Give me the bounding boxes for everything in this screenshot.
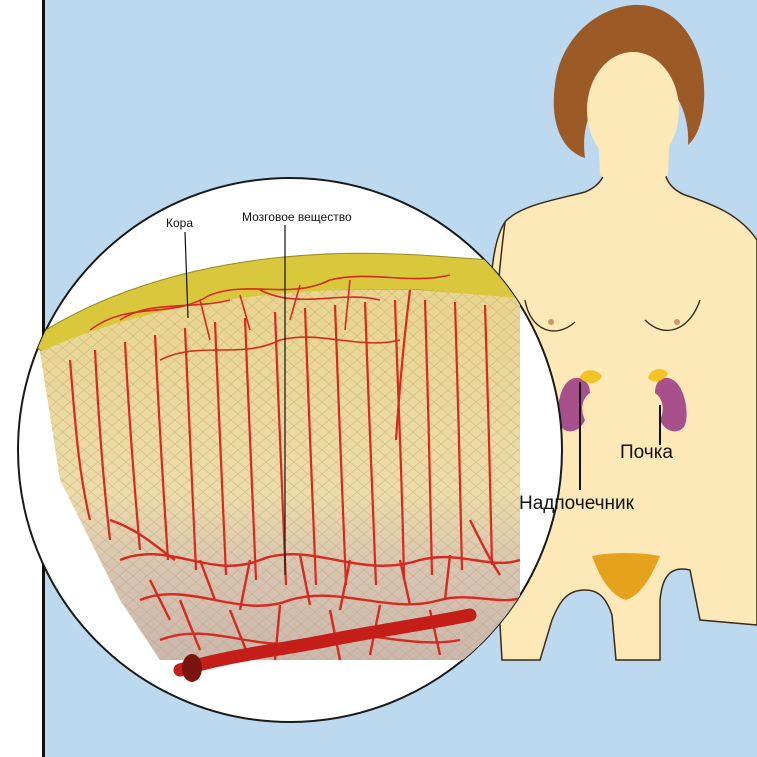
kidney-label: Почка — [620, 442, 673, 464]
adrenal-gland-label: Надпочечник — [519, 493, 634, 515]
face — [587, 52, 679, 168]
cortex-label: Кора — [166, 216, 193, 230]
medulla-label: Мозговое вещество — [242, 210, 352, 224]
magnified-adrenal-section — [18, 178, 562, 722]
